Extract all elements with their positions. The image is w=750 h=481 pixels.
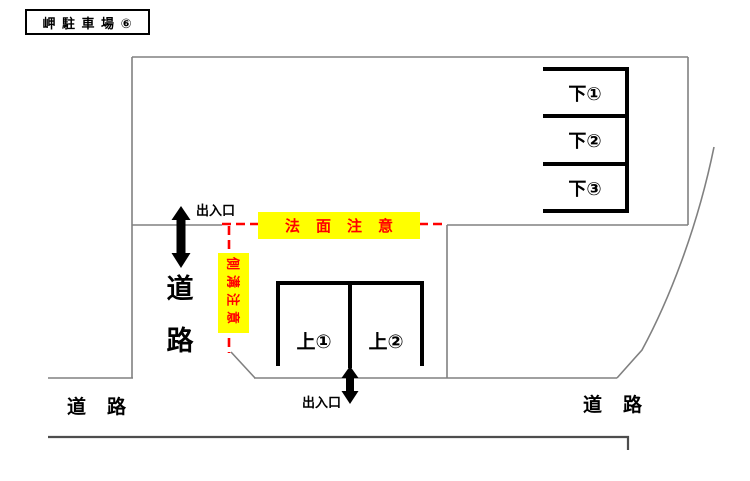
gutter-caution-text: 側溝注意 bbox=[224, 256, 239, 330]
entrance-arrow-left-icon bbox=[171, 206, 191, 268]
road-label-left-char-2: 路 bbox=[166, 326, 194, 357]
parking-space-shimo-3: 下③ bbox=[568, 178, 602, 200]
entrance-label-left: 出入口 bbox=[196, 204, 236, 219]
road-label-left-vertical: 道 路 bbox=[163, 276, 197, 355]
parking-space-kami-2: 上② bbox=[368, 331, 404, 353]
entrance-arrow-bottom-icon bbox=[341, 366, 359, 404]
road-label-bottom-right: 道路 bbox=[583, 394, 664, 416]
upper-parking-lines bbox=[543, 67, 629, 213]
page-title: 岬 駐 車 場 ⑥ bbox=[25, 9, 150, 35]
gutter-caution-banner: 側溝注意 bbox=[218, 253, 249, 333]
corner-diagonal-line bbox=[230, 351, 256, 379]
entrance-label-bottom: 出入口 bbox=[302, 396, 342, 411]
road-edge-curve bbox=[616, 146, 715, 379]
parking-space-shimo-2: 下② bbox=[568, 130, 602, 152]
parking-space-kami-1: 上① bbox=[296, 331, 332, 353]
slope-caution-banner: 法面注意 bbox=[258, 212, 420, 239]
lower-parking-lines bbox=[276, 281, 424, 368]
bottom-road-line bbox=[48, 435, 630, 450]
lot-boundary bbox=[48, 56, 715, 379]
parking-space-shimo-1: 下① bbox=[568, 83, 602, 105]
road-label-bottom-left: 道路 bbox=[67, 396, 148, 418]
road-label-left-char-1: 道 bbox=[166, 274, 194, 305]
